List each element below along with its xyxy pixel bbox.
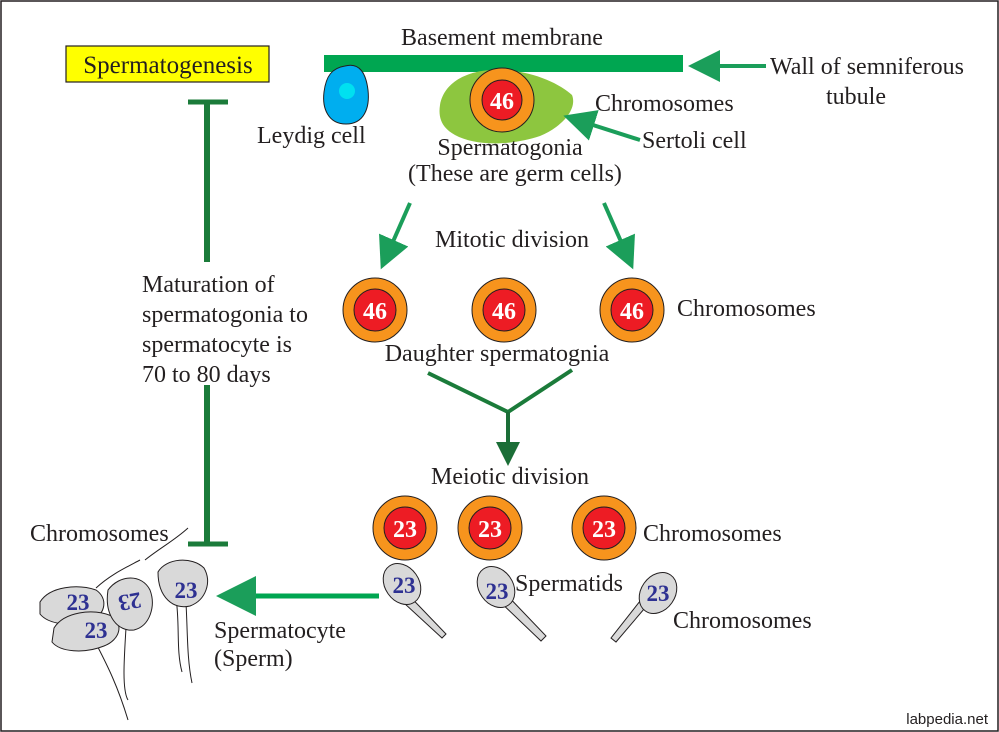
spermatids-label: Spermatids [515, 571, 623, 597]
meiotic-count: 23 [592, 517, 616, 543]
sperm-tail [175, 597, 183, 673]
mitotic-label: Mitotic division [435, 227, 589, 253]
meiotic-count: 23 [393, 517, 417, 543]
maturation-line2: spermatogonia to [142, 302, 308, 328]
meiotic-cell-2: 23 [457, 495, 523, 561]
meiotic-cell-3: 23 [571, 495, 637, 561]
merge-connector [427, 368, 574, 415]
daughter-cell-3: 46 [599, 277, 665, 343]
maturation-line3: spermatocyte is [142, 332, 292, 358]
spermatid-2: 23 [476, 566, 547, 642]
daughter-label: Daughter spermatognia [385, 341, 610, 367]
leydig-label: Leydig cell [257, 123, 366, 149]
meiotic-label: Meiotic division [431, 464, 589, 490]
daughter-count: 46 [620, 299, 644, 325]
chromosomes-sperm-label: Chromosomes [30, 521, 169, 547]
chromosomes-spermatid-label: Chromosomes [673, 608, 812, 634]
spermatocyte-label: Spermatocyte [214, 618, 346, 644]
daughter-count: 46 [363, 299, 387, 325]
meiotic-cell-1: 23 [372, 495, 438, 561]
sperm-head [51, 611, 120, 652]
daughter-cell-1: 46 [342, 277, 408, 343]
meiotic-count: 23 [478, 517, 502, 543]
leydig-nucleus [339, 83, 355, 99]
title: Spermatogenesis [83, 52, 252, 79]
sperm-count: 23 [67, 590, 90, 615]
chromosomes-top-label: Chromosomes [595, 91, 734, 117]
sertoli-label: Sertoli cell [642, 128, 747, 154]
basement-membrane-bar [324, 55, 683, 72]
spermatocyte-sublabel: (Sperm) [214, 646, 293, 672]
wall-label-line1: Wall of semniferous [770, 54, 964, 80]
wall-label-line2: tubule [826, 84, 886, 110]
sperm-count: 23 [175, 578, 198, 603]
sertoli-arrow [563, 110, 641, 142]
sperm-cluster: 23 23 23 23 [39, 527, 208, 721]
sperm-count: 23 [85, 618, 108, 643]
spermatogonium-nucleus [481, 79, 523, 121]
sperm-head [106, 577, 153, 631]
mitotic-arrow-left [379, 202, 412, 270]
spermatid-count: 23 [647, 581, 670, 606]
sperm-tail [144, 527, 189, 561]
sperm-count: 23 [116, 587, 143, 616]
spermatogonia-label: Spermatogonia [437, 135, 583, 161]
spermatid-count: 23 [486, 579, 509, 604]
daughter-count: 46 [492, 299, 516, 325]
spermatid-3: 23 [610, 572, 678, 643]
spermatid-1: 23 [382, 563, 447, 639]
title-box [65, 45, 270, 83]
sperm-tail [95, 559, 141, 589]
maturation-line1: Maturation of [142, 272, 275, 298]
daughter-cell-2: 46 [471, 277, 537, 343]
spermatogonium-count: 46 [490, 89, 514, 115]
sperm-tail [123, 627, 129, 701]
basement-membrane-label: Basement membrane [401, 25, 603, 51]
sperm-head [157, 559, 208, 608]
chromosomes-mid-label: Chromosomes [677, 296, 816, 322]
spermatid-count: 23 [393, 573, 416, 598]
mitotic-arrow-right [602, 202, 635, 270]
chromosomes-meiotic-label: Chromosomes [643, 521, 782, 547]
spermatogonia-sublabel: (These are germ cells) [408, 161, 622, 187]
watermark: labpedia.net [906, 711, 989, 728]
maturation-line4: 70 to 80 days [142, 362, 271, 388]
